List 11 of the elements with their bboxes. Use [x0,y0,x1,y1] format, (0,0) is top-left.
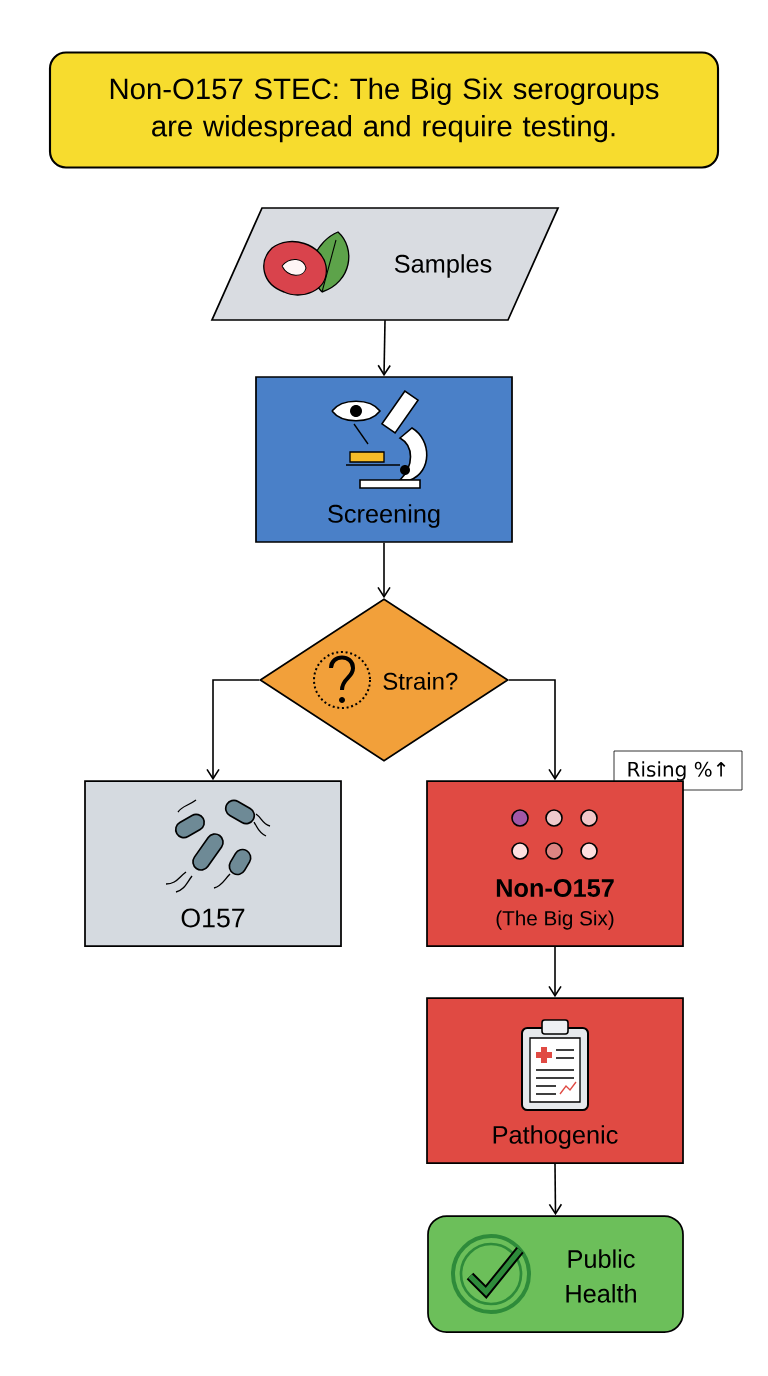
arrow [206,679,260,781]
process-box: Screening [255,376,513,543]
arrow [548,1163,563,1216]
arrow [508,679,562,781]
title-banner: Non-O157 STEC: The Big Six serogroups are widespread and require testing. [48,51,720,169]
arrow [377,542,391,599]
process-box: O157 [84,780,342,947]
process-box: Non-O157 (The Big Six) [426,780,684,947]
arrow [548,946,562,998]
arrow [377,319,391,377]
terminal-box: Public Health [427,1215,684,1333]
